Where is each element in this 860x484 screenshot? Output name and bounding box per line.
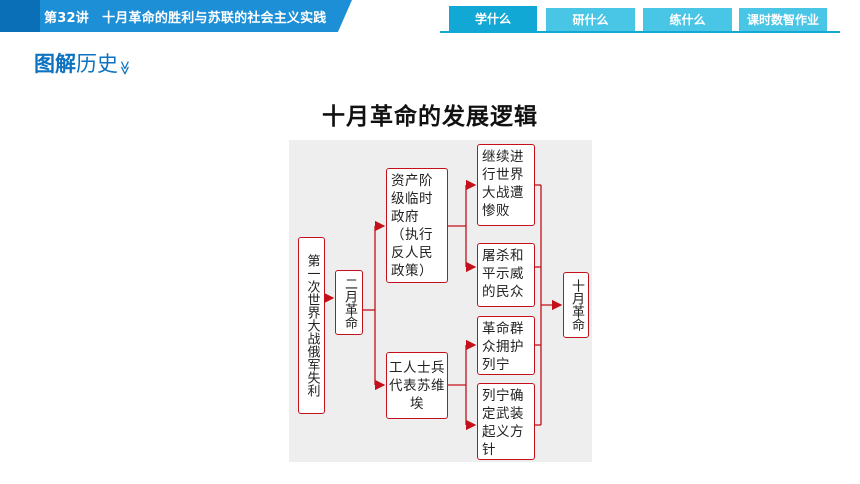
section-heading-strong: 图解: [34, 52, 76, 76]
lesson-tab-accent: [0, 0, 40, 32]
connector-lines: [323, 179, 563, 431]
tab-learn[interactable]: 学什么: [449, 6, 537, 32]
section-heading-light: 历史: [76, 52, 118, 76]
node-october-revolution: 十月革命: [563, 272, 589, 338]
node-root: 第一次世界大战俄军失利: [298, 237, 325, 414]
node-soviet: 工人士兵代表苏维埃: [386, 352, 448, 419]
lesson-tab: [0, 0, 352, 32]
section-heading: 图解历史≫: [34, 48, 133, 78]
nav-underline: [440, 31, 840, 33]
tab-practice[interactable]: 练什么: [643, 8, 732, 32]
double-chevron-icon: ≫: [116, 60, 133, 70]
lesson-title: 第32讲 十月革命的胜利与苏联的社会主义实践: [44, 11, 327, 26]
flow-diagram: 第一次世界大战俄军失利 二月革命 资产阶级临时政府（执行反人民政策） 工人士兵代…: [289, 140, 592, 462]
node-february-revolution: 二月革命: [335, 270, 363, 335]
diagram-title: 十月革命的发展逻辑: [322, 104, 538, 130]
node-provisional-government: 资产阶级临时政府（执行反人民政策）: [386, 168, 448, 283]
node-armed-uprising: 列宁确定武装起义方针: [477, 383, 535, 460]
tab-homework[interactable]: 课时数智作业: [739, 8, 827, 32]
node-support-lenin: 革命群众拥护列宁: [477, 316, 535, 375]
node-continue-war: 继续进行世界大战遭惨败: [477, 144, 535, 226]
tab-study[interactable]: 研什么: [546, 8, 635, 32]
top-bar: 第32讲 十月革命的胜利与苏联的社会主义实践 学什么 研什么 练什么 课时数智作…: [0, 0, 860, 33]
node-massacre: 屠杀和平示威的民众: [477, 243, 535, 307]
